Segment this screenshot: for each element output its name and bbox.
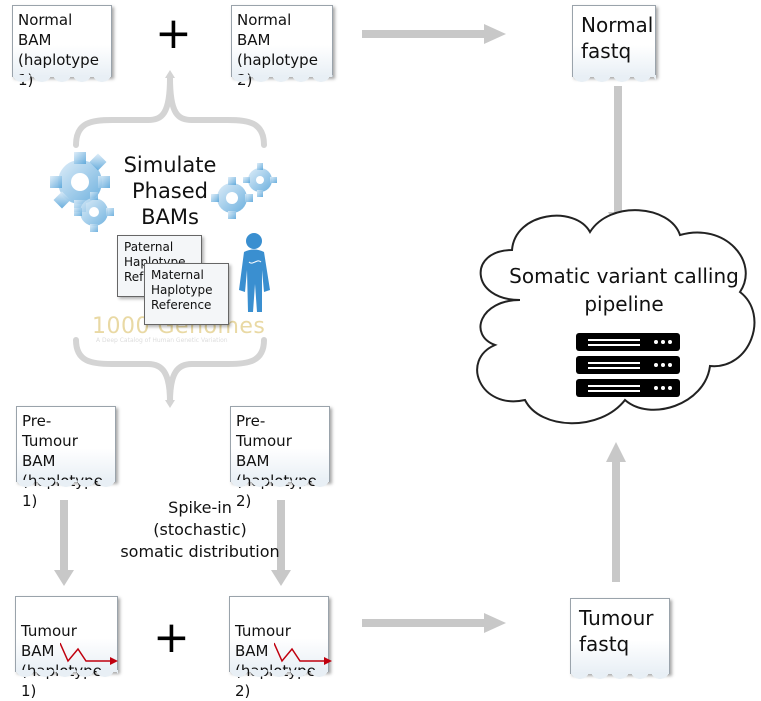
- tumour-bam-haplotype-1: Tumour BAM (haplotype 1): [15, 596, 118, 700]
- pre-tumour-bam-haplotype-1: Pre- Tumour BAM (haplotype 1): [16, 406, 116, 510]
- mutation-spike-icon: [274, 642, 332, 665]
- arrow-tumour-to-fastq: [362, 613, 506, 633]
- bottom-brace: [73, 337, 267, 403]
- normal-bam-haplotype-1: Normal BAM (haplotype 1): [12, 5, 112, 89]
- spike-in-label: Spike-in (stochastic) somatic distributi…: [120, 498, 280, 561]
- pipeline-label: Somatic variant calling pipeline: [509, 264, 739, 316]
- person-dna-icon: [239, 233, 270, 312]
- genomes-tagline: A Deep Catalog of Human Genetic Variatio…: [96, 337, 228, 344]
- gear-icon: [74, 192, 114, 232]
- server-icon: [576, 333, 680, 397]
- arrow-normal-to-fastq: [362, 24, 506, 44]
- arrow-tumour-fastq-to-cloud: [606, 442, 626, 582]
- maternal-haplotype-card: Maternal Haplotype Reference: [144, 263, 229, 325]
- plus-sign-bottom: +: [153, 612, 190, 663]
- top-brace: [73, 77, 267, 148]
- normal-fastq-doc: Normal fastq: [572, 5, 656, 83]
- cloud-shape: [476, 209, 756, 425]
- gear-icon: [243, 163, 277, 197]
- normal-bam-haplotype-2: Normal BAM (haplotype 2): [231, 5, 333, 89]
- arrow-pre-tumour-1-down: [54, 500, 74, 586]
- plus-sign-top: +: [155, 8, 192, 59]
- mutation-spike-icon: [60, 642, 118, 665]
- tumour-bam-haplotype-2: Tumour BAM (haplotype 2): [229, 596, 332, 700]
- pre-tumour-bam-haplotype-2: Pre- Tumour BAM (haplotype 2): [230, 406, 330, 510]
- arrow-pre-tumour-2-down: [271, 500, 291, 586]
- tumour-fastq-doc: Tumour fastq: [570, 598, 670, 680]
- gear-icon: [211, 177, 253, 219]
- simulate-phased-bams-title: Simulate Phased BAMs: [123, 153, 217, 229]
